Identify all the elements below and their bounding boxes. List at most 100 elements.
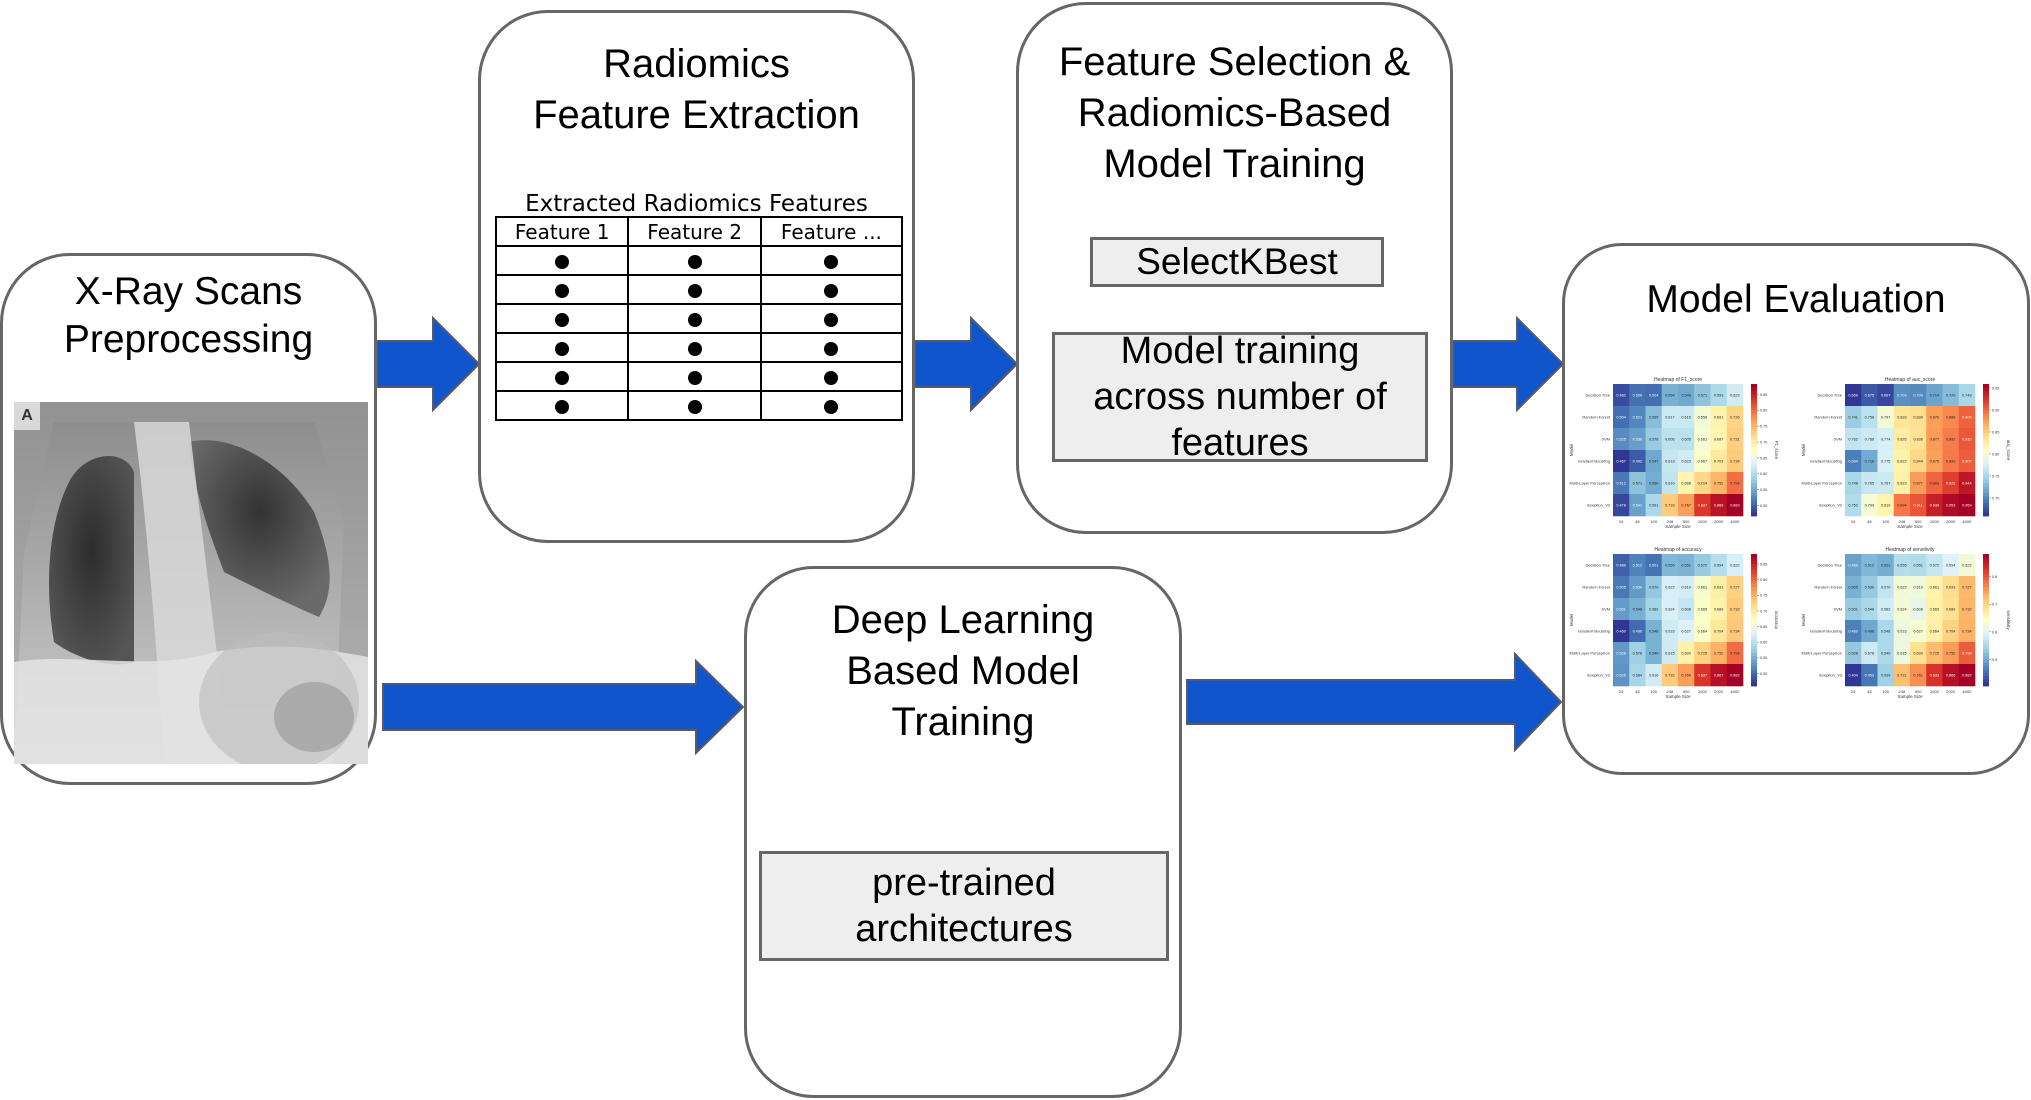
bullet-icon xyxy=(824,400,839,414)
heatmap-cell-value: 0.549 xyxy=(1649,651,1659,655)
heatmap-cell xyxy=(1926,472,1943,495)
colorbar-segment xyxy=(1751,639,1757,644)
heatmap-cell xyxy=(1726,620,1744,643)
heatmap-x-tick: 4000 xyxy=(1962,519,1972,524)
colorbar-segment xyxy=(1751,384,1757,388)
heatmap-cell xyxy=(1893,428,1911,451)
heatmap-cell-value: 0.582 xyxy=(1649,607,1659,611)
heatmap-cell xyxy=(1926,620,1943,643)
colorbar-segment xyxy=(1751,476,1757,481)
colorbar-tick-label: 0.80 xyxy=(1992,452,1999,456)
heatmap-x-tick: 100 xyxy=(1882,689,1889,694)
heatmap-cell xyxy=(1645,384,1663,407)
heatmap-cell-value: 0.622 xyxy=(1897,585,1907,589)
heatmap-cell xyxy=(1877,428,1895,451)
heatmap-cell xyxy=(1661,576,1679,599)
heatmap-cell xyxy=(1678,428,1695,451)
colorbar-segment xyxy=(1751,620,1757,624)
heatmap-cell xyxy=(1877,576,1895,599)
heatmap-cell-value: 0.505 xyxy=(1616,585,1626,589)
colorbar-segment xyxy=(1751,440,1757,444)
colorbar-segment xyxy=(1751,629,1757,634)
heatmap-row-label: Gradient Boosting xyxy=(1810,629,1842,634)
colorbar-segment xyxy=(1751,446,1757,451)
heatmap-cell-value: 0.724 xyxy=(1698,481,1708,485)
colorbar-segment xyxy=(1751,600,1757,604)
heatmap-cell xyxy=(1694,384,1711,407)
feature-cell xyxy=(759,274,904,305)
heatmap-cell xyxy=(1845,450,1862,473)
heatmap-cell-value: 0.664 xyxy=(1698,629,1708,633)
feature-cell xyxy=(494,274,630,305)
heatmap-cell-value: 0.482 xyxy=(1616,393,1626,397)
colorbar-segment xyxy=(1751,676,1757,680)
heatmap-cell xyxy=(1845,494,1862,517)
heatmap-cell xyxy=(1726,494,1744,517)
heatmap-cell-value: 0.882 xyxy=(1730,673,1740,677)
heatmap-cell xyxy=(1694,450,1711,473)
heatmap-cell-value: 0.593 xyxy=(1714,393,1724,397)
colorbar-segment xyxy=(1983,560,1989,565)
colorbar-tick-label: 0.6 xyxy=(1992,630,1997,634)
colorbar-label: auc_score xyxy=(2006,440,2011,461)
colorbar-tick-label: 0.50 xyxy=(1760,504,1767,508)
arrow-shape xyxy=(376,315,481,413)
heatmap-x-tick: 2000 xyxy=(1946,689,1956,694)
colorbar-segment xyxy=(1751,443,1757,448)
heatmap-cell xyxy=(1845,384,1862,407)
heatmap-cell-value: 0.489 xyxy=(1848,563,1858,567)
heatmap-cell xyxy=(1942,620,1960,643)
colorbar-segment xyxy=(1983,620,1989,624)
heatmap-cell-value: 0.688 xyxy=(1681,481,1691,485)
bullet-icon xyxy=(824,313,839,327)
heatmap-cell xyxy=(1877,554,1895,577)
heatmap-cell-value: 0.823 xyxy=(1897,481,1907,485)
heatmap-cell xyxy=(1877,598,1895,621)
heatmap-cell xyxy=(1726,576,1744,599)
colorbar-segment xyxy=(1983,423,1989,428)
colorbar-segment xyxy=(1751,433,1757,438)
heatmap-cell xyxy=(1726,598,1744,621)
heatmap-cell-value: 0.572 xyxy=(1698,563,1708,567)
heatmap-cell-value: 0.732 xyxy=(1962,607,1972,611)
colorbar-segment xyxy=(1751,486,1757,490)
heatmap-cell xyxy=(1613,598,1630,621)
colorbar-segment xyxy=(1751,403,1757,408)
heatmap-cell xyxy=(1845,406,1862,429)
colorbar-segment xyxy=(1983,446,1989,451)
heatmap-x-tick: 100 xyxy=(1650,519,1657,524)
colorbar-segment xyxy=(1983,417,1989,421)
heatmap-cell-value: 0.555 xyxy=(1665,563,1675,567)
heatmap-cell xyxy=(1845,620,1862,643)
colorbar-segment xyxy=(1751,473,1757,477)
heatmap-cell xyxy=(1661,620,1679,643)
feature-cell xyxy=(627,303,762,334)
heatmap-row-label: Decision Tree xyxy=(1818,563,1843,568)
colorbar-segment xyxy=(1983,672,1989,677)
colorbar-segment xyxy=(1983,430,1989,434)
heatmap-cell-value: 0.613 xyxy=(1665,459,1675,463)
heatmap-cell-value: 0.939 xyxy=(1930,503,1940,507)
colorbar-segment xyxy=(1751,649,1757,654)
colorbar-segment xyxy=(1751,554,1757,558)
colorbar-tick-label: 0.85 xyxy=(1992,430,1999,434)
colorbar-segment xyxy=(1751,499,1757,504)
heatmap-cell-value: 0.839 xyxy=(1913,415,1923,419)
colorbar-tick-label: 0.70 xyxy=(1760,440,1767,444)
colorbar-tick-label: 0.95 xyxy=(1992,386,1999,390)
heatmap-cell-value: 0.531 xyxy=(1616,607,1626,611)
heatmap-cell xyxy=(1942,576,1960,599)
colorbar-segment xyxy=(1983,403,1989,408)
heatmap-cell-value: 0.615 xyxy=(1681,415,1691,419)
heatmap-cell-value: 0.766 xyxy=(1681,673,1691,677)
heatmap-cell xyxy=(1678,450,1695,473)
heatmap-cell-value: 0.675 xyxy=(1865,393,1875,397)
heatmap-cell-value: 0.725 xyxy=(1930,651,1940,655)
heatmap-cell-value: 0.690 xyxy=(1913,651,1923,655)
heatmap-row-label: SVM xyxy=(1833,437,1842,442)
heatmap-cell xyxy=(1678,576,1695,599)
heatmap-cell xyxy=(1893,450,1911,473)
bullet-icon xyxy=(824,342,839,356)
heatmap-cell xyxy=(1710,598,1728,621)
colorbar-tick-label: 0.60 xyxy=(1760,472,1767,476)
